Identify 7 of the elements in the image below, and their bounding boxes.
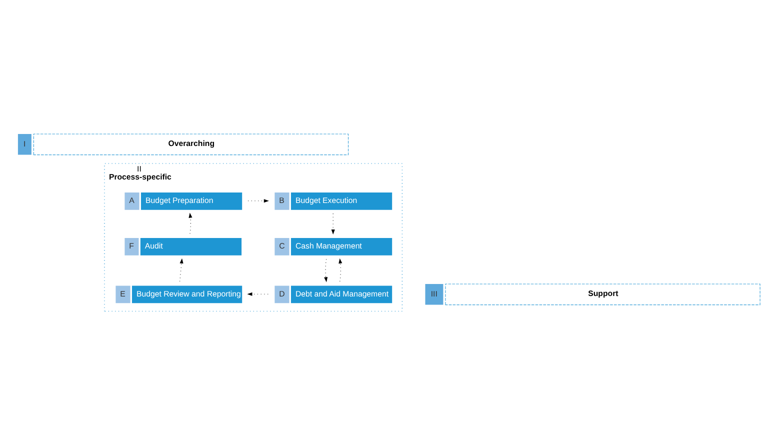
arrow [248,198,269,202]
arrow [331,212,335,234]
arrow [338,258,342,282]
arrow [180,258,184,282]
arrow [247,292,268,296]
arrow [188,212,192,234]
arrow [324,258,328,282]
